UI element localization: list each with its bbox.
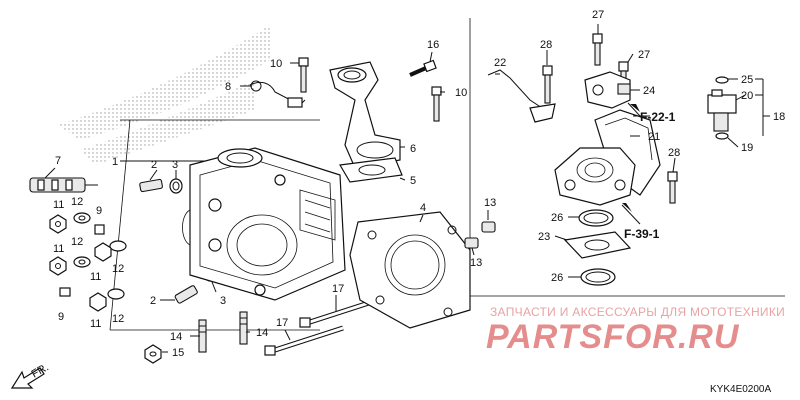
callout-16: 16 — [427, 39, 439, 51]
callout-17a: 17 — [332, 283, 344, 295]
callout-26a: 26 — [551, 212, 563, 224]
callout-28a: 28 — [540, 39, 552, 51]
diagram-code: KYK4E0200A — [710, 384, 771, 395]
callout-12b: 12 — [71, 236, 83, 248]
dowel-13 — [464, 221, 496, 249]
ref-f39: F-39-1 — [624, 227, 660, 241]
leader-lines — [44, 24, 770, 353]
insulator-23 — [563, 231, 632, 259]
callout-11a: 11 — [53, 199, 64, 211]
spark-plug — [29, 177, 98, 193]
watermark-caption: ЗАПЧАСТИ И АКСЕССУАРЫ ДЛЯ МОТОТЕХНИКИ — [490, 305, 785, 319]
left-fasteners — [49, 212, 127, 312]
callout-13: 13 — [484, 197, 496, 209]
callout-20: 20 — [741, 90, 753, 102]
callout-22: 22 — [494, 57, 506, 69]
callout-4: 4 — [420, 202, 426, 214]
callout-23: 23 — [538, 231, 550, 243]
throttle-body — [554, 147, 636, 206]
ref-f22: F-22-1 — [640, 110, 676, 124]
bolt-28-top — [542, 65, 553, 104]
head-gasket — [349, 211, 471, 329]
callout-27a: 27 — [592, 9, 604, 21]
callout-12a: 12 — [71, 196, 83, 208]
callout-10: 10 — [270, 58, 282, 70]
callout-21: 21 — [648, 131, 660, 143]
callout-25: 25 — [741, 74, 753, 86]
cylinder-head — [182, 147, 346, 301]
callout-9b: 9 — [58, 311, 64, 323]
callout-5: 5 — [410, 175, 416, 187]
callout-14b: 14 — [256, 327, 268, 339]
callout-13b: 13 — [470, 257, 482, 269]
callout-12c: 12 — [112, 263, 124, 275]
callout-1: 1 — [112, 156, 118, 168]
callout-2: 2 — [151, 159, 157, 171]
callout-11c: 11 — [90, 271, 101, 283]
callout-10b: 10 — [455, 87, 467, 99]
sensor-18 — [707, 76, 737, 140]
callout-14a: 14 — [170, 331, 182, 343]
intake-gasket — [339, 157, 403, 183]
callout-28b: 28 — [668, 147, 680, 159]
callout-labels: 1 2 3 7 8 10 16 10 6 5 4 13 13 9 11 12 1… — [53, 9, 785, 359]
callout-7: 7 — [55, 155, 61, 167]
callout-12d: 12 — [112, 313, 124, 325]
bolt-28-lower — [667, 171, 678, 204]
sensor-22 — [487, 69, 556, 123]
callout-27b: 27 — [638, 49, 650, 61]
intake-pipe — [329, 61, 401, 169]
callout-24: 24 — [643, 85, 655, 97]
callout-9: 9 — [96, 205, 102, 217]
callout-17b: 17 — [276, 317, 288, 329]
background-wing-pattern — [58, 25, 270, 165]
callout-11b: 11 — [53, 243, 64, 255]
callout-19: 19 — [741, 142, 753, 154]
callout-18: 18 — [773, 111, 785, 123]
callout-11d: 11 — [90, 318, 101, 330]
cross-references: F-22-1 F-39-1 — [622, 104, 676, 241]
orings-26 — [578, 209, 616, 286]
callout-15: 15 — [172, 347, 184, 359]
bolts-10-16 — [298, 57, 442, 122]
arrow-f22 — [630, 104, 640, 112]
watermark-brand: PARTSFOR.RU — [486, 318, 740, 356]
callout-3: 3 — [172, 159, 178, 171]
callout-2b: 2 — [150, 295, 156, 307]
callout-8: 8 — [225, 81, 231, 93]
callout-3b: 3 — [220, 295, 226, 307]
front-arrow: FR. — [10, 361, 51, 389]
front-arrow-label: FR. — [30, 361, 51, 380]
clip-8 — [249, 80, 306, 108]
sensor-bracket-24 — [584, 71, 631, 109]
arrow-f39 — [622, 203, 632, 212]
callout-26b: 26 — [551, 272, 563, 284]
studs — [144, 311, 248, 364]
callout-6: 6 — [410, 143, 416, 155]
